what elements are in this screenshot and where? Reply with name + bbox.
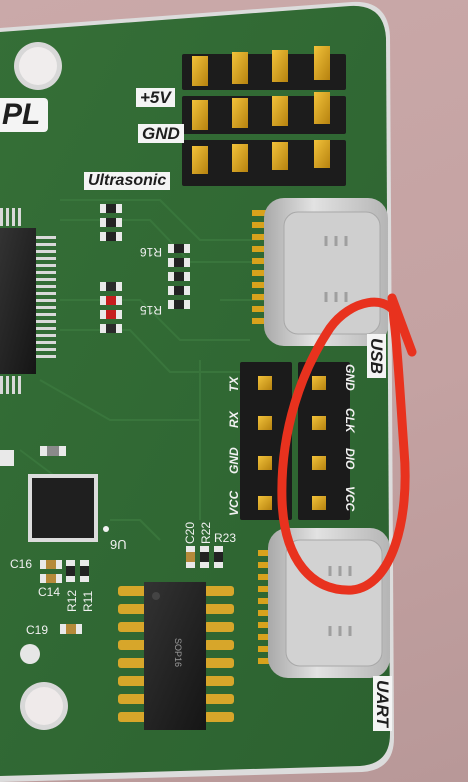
red-annotation-circle — [277, 293, 417, 595]
label-gnd-header: GND — [138, 124, 184, 143]
mounting-hole-bottom — [20, 682, 68, 730]
qfp-chip — [0, 208, 56, 394]
pin-label-vcc-left: VCC — [227, 490, 241, 516]
pin-label-dio: DIO — [343, 448, 357, 470]
designator-c14: C14 — [38, 585, 61, 599]
pin-header-swd — [298, 362, 350, 520]
passives-group-upper — [0, 204, 190, 466]
sop16-marking: SOP16 — [173, 638, 183, 668]
mounting-hole-top — [14, 42, 62, 90]
designator-r23: R23 — [214, 531, 237, 545]
designator-r12: R12 — [65, 589, 79, 612]
sop16-chip — [118, 582, 234, 730]
pin-header-top — [182, 46, 346, 186]
test-pad — [20, 644, 40, 664]
label-ultrasonic: Ultrasonic — [84, 172, 171, 190]
passives-group-lower — [40, 546, 223, 634]
designator-c20: C20 — [183, 521, 197, 544]
pin-label-rx: RX — [227, 411, 241, 428]
pin-label-tx: TX — [227, 376, 241, 392]
designator-u6: U6 — [110, 537, 127, 552]
designator-r16: R16 — [140, 245, 163, 259]
pin-label-gnd-left: GND — [227, 447, 241, 474]
label-uart: UART — [373, 676, 392, 731]
label-usb: USB — [367, 334, 386, 378]
brand-label: PL — [0, 98, 49, 132]
qfn-chip-u6 — [28, 474, 109, 542]
usb-c-connector-bottom — [258, 528, 390, 678]
pin-label-gnd-right: GND — [343, 364, 357, 391]
designator-r11: R11 — [81, 590, 95, 612]
label-plus5v: +5V — [136, 88, 175, 107]
pin-label-vcc-right: VCC — [343, 486, 357, 512]
designator-c16: C16 — [10, 557, 33, 571]
usb-c-connector-top — [252, 198, 388, 346]
designator-r22: R22 — [199, 521, 213, 544]
pin-label-clk: CLK — [343, 408, 357, 433]
designator-r15: R15 — [140, 303, 163, 317]
designator-c19: C19 — [26, 623, 49, 637]
